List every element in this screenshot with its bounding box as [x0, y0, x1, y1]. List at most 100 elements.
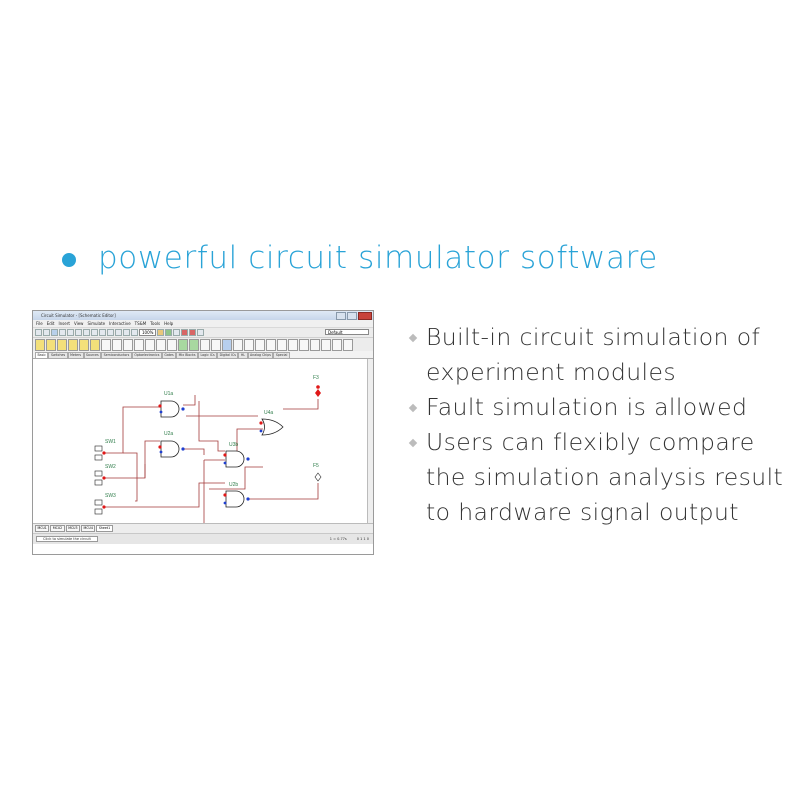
diamond-bullet-icon: [408, 333, 418, 343]
digital-icon[interactable]: [123, 338, 133, 351]
zoom-level[interactable]: 100%: [139, 329, 157, 336]
text-icon[interactable]: [266, 338, 276, 351]
opamp-icon[interactable]: [90, 338, 100, 351]
tab-digital-ics[interactable]: Digital ICs: [217, 352, 239, 358]
indicator-icon[interactable]: [145, 338, 155, 351]
vertical-scrollbar[interactable]: [367, 359, 373, 523]
tab-mix-blocks[interactable]: Mix Blocks: [176, 352, 198, 358]
undo-icon[interactable]: [91, 329, 98, 336]
tab-semiconductors[interactable]: Semiconductors: [101, 352, 132, 358]
connector-icon[interactable]: [244, 338, 254, 351]
tab-analog-chips[interactable]: Analog Chips: [247, 352, 274, 358]
menu-help[interactable]: Help: [164, 321, 174, 326]
save-icon[interactable]: [51, 329, 58, 336]
menu-simulate[interactable]: Simulate: [87, 321, 106, 326]
flip-icon[interactable]: [115, 329, 122, 336]
switch-sw2-hi: [94, 470, 103, 477]
or-gate-u4a: [261, 418, 284, 436]
tab-optoelectronics[interactable]: Optoelectronics: [131, 352, 162, 358]
source-icon[interactable]: [46, 338, 56, 351]
tab-meters[interactable]: Meters: [67, 352, 84, 358]
menu-view[interactable]: View: [73, 321, 84, 326]
ttl-icon[interactable]: [101, 338, 111, 351]
feature-text: Fault simulation is allowed: [426, 393, 748, 421]
resistor-icon[interactable]: [57, 338, 67, 351]
diode-icon[interactable]: [68, 338, 78, 351]
open-file-icon[interactable]: [43, 329, 50, 336]
switch-sw1-hi: [94, 445, 103, 452]
electromech-icon[interactable]: [189, 338, 199, 351]
schematic-canvas[interactable]: U1a U2a U3b U2b U4a SW1 SW2 SW3 F3 F5: [33, 359, 373, 523]
ground-icon[interactable]: [35, 338, 45, 351]
node: [158, 404, 162, 408]
feature-item: Users can flexibly compare the simulatio…: [408, 425, 790, 530]
tab-gates[interactable]: Gates: [161, 352, 177, 358]
grapher-icon[interactable]: [173, 329, 181, 336]
menu-insert[interactable]: Insert: [58, 321, 70, 326]
mcu-icon[interactable]: [211, 338, 221, 351]
maximize-icon[interactable]: [347, 312, 357, 320]
menu-tools[interactable]: Tools: [150, 321, 161, 326]
close-icon[interactable]: [358, 312, 372, 320]
headline: powerful circuit simulator software: [62, 236, 658, 280]
redo-icon[interactable]: [99, 329, 106, 336]
probe-icon[interactable]: [299, 338, 309, 351]
multimeter-icon[interactable]: [321, 338, 331, 351]
rf-icon[interactable]: [178, 338, 188, 351]
menu-edit[interactable]: Edit: [46, 321, 55, 326]
help-icon[interactable]: [197, 329, 205, 336]
wire-icon[interactable]: [277, 338, 287, 351]
sheet-tab-mcu3[interactable]: MCU3: [65, 525, 81, 532]
logic-analyzer-icon[interactable]: [343, 338, 353, 351]
paste-icon[interactable]: [83, 329, 90, 336]
sheet-tab-mcu2[interactable]: MCU2: [50, 525, 65, 532]
mixed-icon[interactable]: [134, 338, 144, 351]
zoom-out-icon[interactable]: [131, 329, 138, 336]
tab-logic-ics[interactable]: Logic ICs: [198, 352, 218, 358]
misc-icon[interactable]: [167, 338, 177, 351]
cut-icon[interactable]: [67, 329, 74, 336]
power-icon[interactable]: [156, 338, 166, 351]
zoom-in-icon[interactable]: [123, 329, 130, 336]
copy-icon[interactable]: [75, 329, 82, 336]
stop-simulation-icon[interactable]: [189, 329, 197, 336]
tab-sources[interactable]: Sources: [83, 352, 102, 358]
node: [223, 501, 227, 505]
menu-tsm[interactable]: TS&M: [134, 321, 147, 326]
run-simulation-icon[interactable]: [181, 329, 189, 336]
tab-hl[interactable]: HL: [238, 352, 248, 358]
new-file-icon[interactable]: [35, 329, 42, 336]
sheet-tab-mcu4[interactable]: MCU4: [81, 525, 96, 532]
print-icon[interactable]: [59, 329, 66, 336]
tab-basic[interactable]: Basic: [35, 352, 49, 358]
tab-switches[interactable]: Switches: [48, 352, 68, 358]
minimize-icon[interactable]: [336, 312, 346, 320]
label-sw1: SW1: [105, 439, 116, 445]
function-gen-icon[interactable]: [332, 338, 342, 351]
transistor-icon[interactable]: [79, 338, 89, 351]
oscilloscope-icon[interactable]: [310, 338, 320, 351]
node: [181, 407, 185, 411]
wizard-icon[interactable]: [157, 329, 165, 336]
sheet-tab-mcu1[interactable]: MCU1: [35, 525, 50, 532]
cmos-icon[interactable]: [112, 338, 122, 351]
menu-interactive[interactable]: Interactive: [109, 321, 131, 326]
sheet-tab-sheet1[interactable]: Sheet1: [96, 525, 113, 532]
menu-file[interactable]: File: [36, 321, 43, 326]
hierarchy-icon[interactable]: [255, 338, 265, 351]
blue-nodes: [159, 407, 263, 505]
window-title: Circuit Simulator - [Schematic Editor]: [41, 313, 116, 318]
label-u4a: U4a: [264, 410, 273, 416]
wire: [209, 466, 263, 490]
wire: [123, 452, 138, 502]
node: [159, 450, 163, 454]
tab-special[interactable]: Special: [273, 352, 290, 358]
rotate-icon[interactable]: [107, 329, 114, 336]
ladder-icon[interactable]: [200, 338, 210, 351]
switch-sw2-lo: [94, 479, 103, 486]
analysis-icon[interactable]: [165, 329, 173, 336]
place-block-icon[interactable]: [222, 338, 232, 351]
component-dropdown[interactable]: Default: [325, 329, 369, 335]
junction-icon[interactable]: [288, 338, 298, 351]
place-bus-icon[interactable]: [233, 338, 243, 351]
